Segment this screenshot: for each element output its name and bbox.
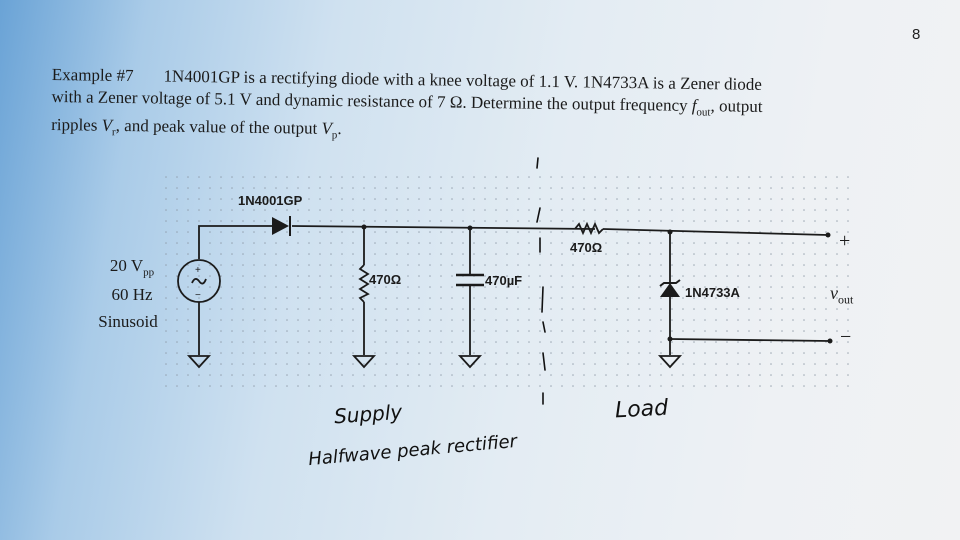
- dot-grid: [165, 172, 855, 387]
- zener-diode-icon: [660, 283, 680, 297]
- source-frequency-label: 60 Hz: [111, 285, 153, 304]
- junction-dot: [361, 224, 367, 230]
- output-terminal-minus: [827, 338, 833, 344]
- handwritten-divider: [536, 157, 546, 405]
- wire-source-top: [198, 225, 272, 259]
- ac-source-icon: [177, 259, 221, 303]
- junction-dot: [467, 225, 473, 231]
- output-plus-sign: +: [839, 230, 851, 252]
- output-terminal-plus: [825, 232, 831, 238]
- junction-dot: [667, 336, 673, 342]
- series-resistor-icon: [574, 221, 604, 236]
- source-waveform-label: Sinusoid: [98, 312, 158, 331]
- ground-icon-zener: [657, 355, 683, 369]
- handwritten-load: Load: [614, 395, 669, 424]
- zener-diode-label: 1N4733A: [685, 285, 740, 300]
- ground-icon-source: [186, 355, 212, 369]
- wire-output-rail: [602, 228, 829, 236]
- page-number: 8: [912, 26, 921, 43]
- vout-label: vout: [830, 283, 853, 308]
- rectifier-diode-label: 1N4001GP: [238, 193, 303, 208]
- vout-subscript: out: [838, 292, 854, 307]
- amplitude-value: 20 V: [109, 256, 144, 275]
- ground-icon-capacitor: [457, 355, 483, 369]
- handwritten-supply: Supply: [333, 399, 403, 429]
- series-resistor-label: 470Ω: [570, 240, 603, 255]
- vout-variable: v: [830, 283, 838, 303]
- sine-icon: [191, 278, 207, 285]
- bleeder-resistor-label: 470Ω: [369, 272, 402, 287]
- wire-output-minus: [669, 338, 831, 342]
- amplitude-subscript: pp: [143, 266, 155, 279]
- rectifier-diode-icon: [272, 217, 289, 235]
- junction-dot: [667, 229, 673, 235]
- source-amplitude-label: 20 Vpp: [92, 256, 172, 278]
- source-plus: +: [195, 265, 201, 276]
- output-minus-sign: −: [840, 326, 852, 348]
- capacitor-label: 470µF: [485, 273, 523, 288]
- source-minus: −: [195, 290, 201, 301]
- wire-top-rail: [291, 225, 596, 230]
- ground-icon-bleeder: [351, 355, 377, 369]
- bleeder-resistor-icon: [358, 264, 370, 303]
